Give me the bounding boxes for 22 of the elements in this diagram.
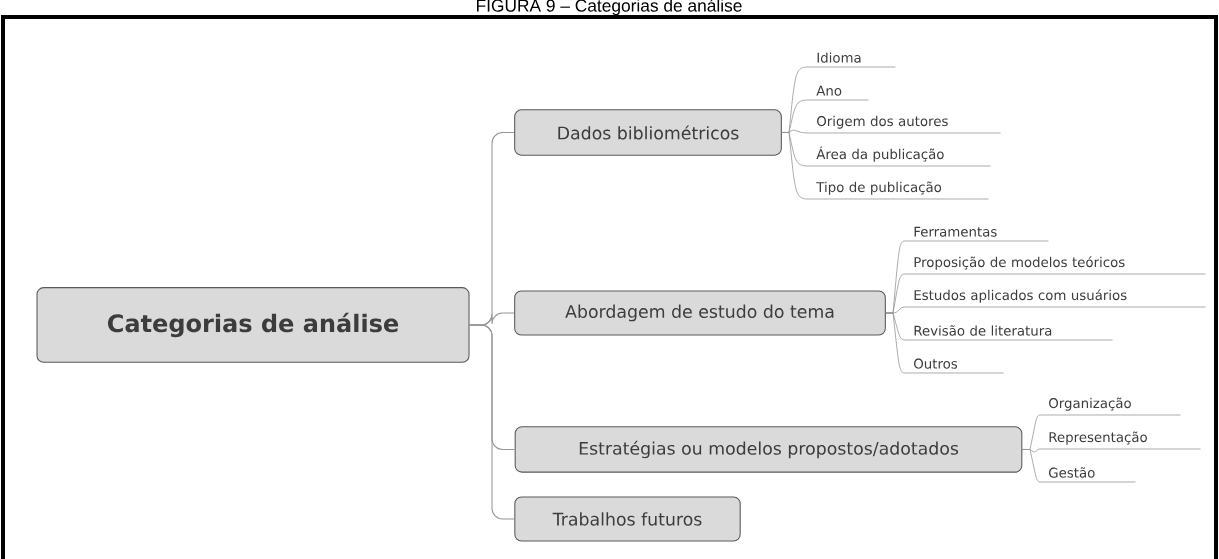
- topic-label: Outros: [904, 358, 1004, 374]
- topic-label: Origem dos autores: [807, 115, 1001, 134]
- topic-label: Ano: [807, 85, 869, 101]
- topic-label: Proposição de modelos teóricos: [904, 256, 1206, 275]
- branch-box: Trabalhos futuros: [514, 496, 741, 542]
- topic-label: Revisão de literatura: [904, 325, 1113, 341]
- root-box: Categorias de análise: [36, 287, 470, 363]
- connector: [469, 324, 515, 520]
- connector: [885, 312, 906, 374]
- topic-label: Estudos aplicados com usuários: [904, 289, 1206, 308]
- connector: [781, 132, 809, 200]
- topic-label: Idioma: [807, 52, 896, 68]
- branch-box: Estratégias ou modelos propostos/adotados: [514, 426, 1023, 473]
- topic-label: Representação: [1039, 431, 1201, 450]
- topic-label: Área da publicação: [807, 146, 991, 167]
- topic-label: Gestão: [1039, 467, 1136, 483]
- topic-label: Tipo de publicação: [807, 181, 989, 200]
- topic-label: Organização: [1039, 397, 1181, 416]
- connector: [1022, 449, 1041, 483]
- topic-label: Ferramentas: [904, 226, 1049, 242]
- branch-box: Dados bibliométricos: [514, 109, 782, 156]
- branch-box: Abordagem de estudo do tema: [514, 290, 886, 336]
